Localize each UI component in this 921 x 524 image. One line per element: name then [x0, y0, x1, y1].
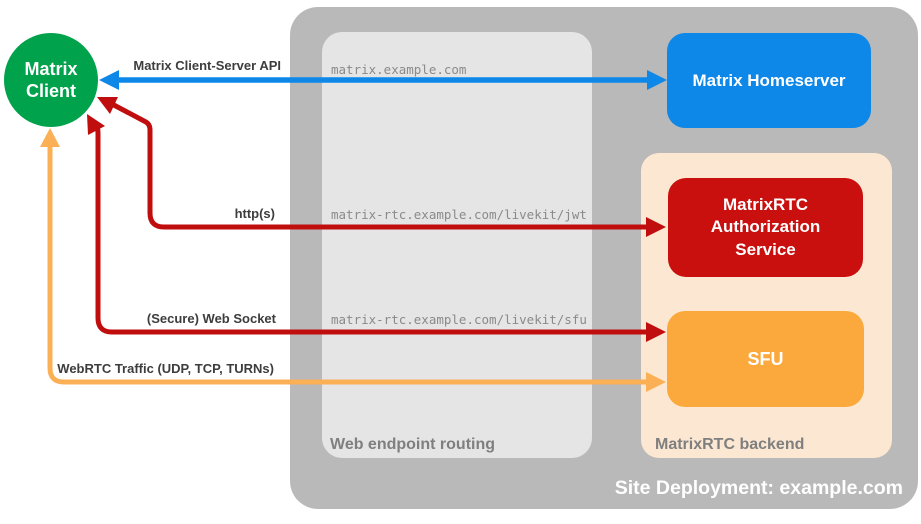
web-endpoint-routing-container [322, 32, 592, 458]
endpoint-url-livekit-sfu: matrix-rtc.example.com/livekit/sfu [331, 312, 587, 327]
matrix-client-node: Matrix Client [4, 33, 98, 127]
https-label: http(s) [234, 206, 275, 221]
site-deployment-label: Site Deployment: example.com [614, 477, 903, 499]
matrixrtc-auth-service-label: MatrixRTC Authorization Service [710, 195, 821, 259]
client-server-api-label: Matrix Client-Server API [133, 58, 281, 73]
webrtc-traffic-label: WebRTC Traffic (UDP, TCP, TURNs) [57, 361, 274, 376]
sfu-label: SFU [747, 348, 784, 369]
matrix-homeserver-label: Matrix Homeserver [692, 70, 846, 90]
web-endpoint-routing-label: Web endpoint routing [330, 436, 496, 453]
websocket-label: (Secure) Web Socket [146, 311, 276, 326]
endpoint-url-homeserver: matrix.example.com [331, 62, 467, 77]
matrixrtc-auth-service-node: MatrixRTC Authorization Service [668, 178, 863, 277]
sfu-node: SFU [667, 311, 864, 407]
matrixrtc-backend-label: MatrixRTC backend [655, 436, 805, 453]
matrix-client-label: Matrix Client [24, 58, 78, 102]
endpoint-url-livekit-jwt: matrix-rtc.example.com/livekit/jwt [331, 207, 587, 222]
matrix-homeserver-node: Matrix Homeserver [667, 33, 871, 128]
